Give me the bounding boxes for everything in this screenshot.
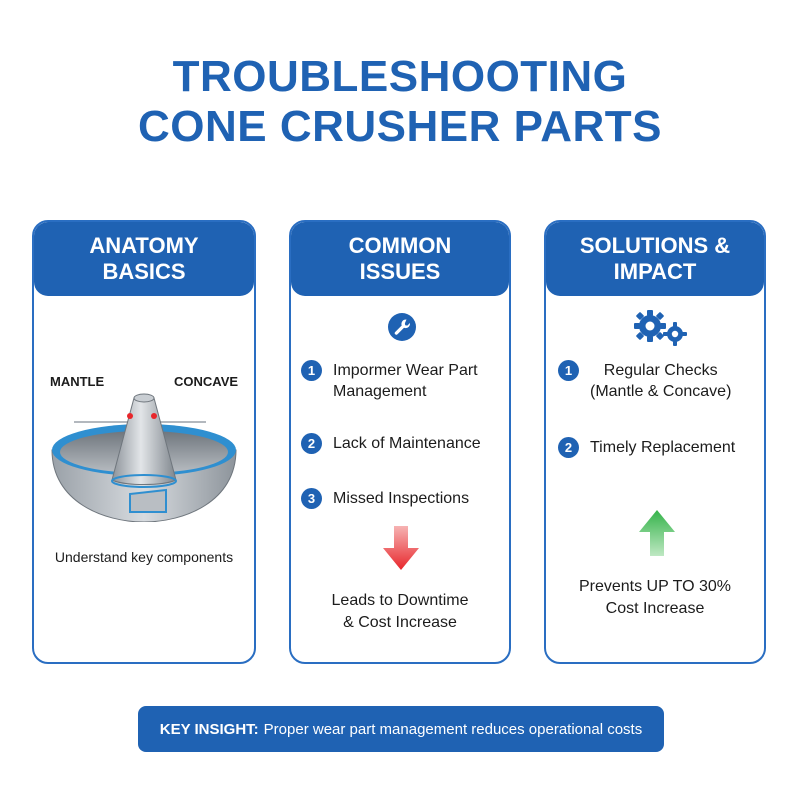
anatomy-card-header: ANATOMY BASICS	[34, 222, 254, 296]
arrow-down-icon	[383, 526, 419, 570]
issues-card: COMMON ISSUES 1 Impormer Wear Part Manag…	[289, 220, 511, 664]
issue-text-1-line-1: Impormer Wear Part	[333, 362, 478, 379]
cone-crusher-illustration	[51, 393, 237, 522]
solution-item-2: 2 Timely Replacement	[558, 437, 735, 458]
mantle-marker	[127, 413, 133, 419]
concave-label: CONCAVE	[174, 374, 239, 389]
issue-text-1-line-2: Management	[333, 383, 427, 400]
mantle-top	[133, 393, 155, 403]
issue-number-2: 2	[301, 433, 322, 454]
solutions-card-header: SOLUTIONS & IMPACT	[546, 222, 764, 296]
solution-text-1-line-1: Regular Checks	[603, 362, 718, 379]
solution-text-1: Regular Checks (Mantle & Concave)	[590, 360, 731, 402]
wrench-icon	[388, 313, 416, 341]
issue-item-2: 2 Lack of Maintenance	[301, 433, 481, 454]
solutions-result-line-1: Prevents UP TO 30%	[578, 578, 732, 595]
solution-number-2: 2	[558, 437, 579, 458]
mantle-label: MANTLE	[50, 374, 105, 389]
page-title: TROUBLESHOOTING CONE CRUSHER PARTS	[0, 52, 800, 152]
anatomy-heading-line-2: BASICS	[102, 259, 186, 284]
title-line-1: TROUBLESHOOTING	[172, 52, 628, 101]
issues-card-header: COMMON ISSUES	[291, 222, 509, 296]
key-insight-text: Proper wear part management reduces oper…	[263, 720, 643, 738]
gears-icon	[634, 310, 687, 346]
issue-text-2: Lack of Maintenance	[333, 435, 481, 452]
mantle-base-ring	[111, 474, 177, 488]
issue-item-1: 1 Impormer Wear Part Management	[301, 360, 478, 402]
solutions-result-line-2: Cost Increase	[605, 600, 705, 617]
issue-text-1: Impormer Wear Part Management	[333, 360, 478, 402]
solution-item-1: 1 Regular Checks (Mantle & Concave)	[558, 360, 731, 402]
issue-number-1: 1	[301, 360, 322, 381]
solutions-result: Prevents UP TO 30% Cost Increase	[546, 576, 764, 620]
issue-number-3: 3	[301, 488, 322, 509]
issues-result-line-1: Leads to Downtime	[331, 592, 469, 609]
issue-item-3: 3 Missed Inspections	[301, 488, 469, 509]
issues-heading-line-2: ISSUES	[359, 259, 441, 284]
arrow-up-icon	[639, 510, 675, 556]
key-insight-label: KEY INSIGHT:	[159, 720, 259, 738]
solutions-heading-line-2: IMPACT	[613, 259, 697, 284]
solution-text-1-line-2: (Mantle & Concave)	[590, 383, 732, 400]
issues-heading-line-1: COMMON	[348, 233, 452, 258]
concave-marker	[151, 413, 157, 419]
solution-text-2: Timely Replacement	[590, 439, 736, 456]
solutions-heading-line-1: SOLUTIONS &	[579, 233, 731, 258]
issue-text-3: Missed Inspections	[333, 490, 470, 507]
anatomy-caption: Understand key components	[54, 549, 234, 565]
anatomy-heading-line-1: ANATOMY	[89, 233, 199, 258]
issues-result-line-2: & Cost Increase	[343, 614, 457, 631]
solution-number-1: 1	[558, 360, 579, 381]
anatomy-card: ANATOMY BASICS	[32, 220, 256, 664]
solutions-card: SOLUTIONS & IMPACT 1 Regular Checks (Man…	[544, 220, 766, 664]
title-line-2: CONE CRUSHER PARTS	[137, 102, 662, 151]
key-insight-banner: KEY INSIGHT: Proper wear part management…	[138, 706, 664, 752]
issues-result: Leads to Downtime & Cost Increase	[291, 590, 509, 634]
concave-cutout	[129, 488, 167, 513]
